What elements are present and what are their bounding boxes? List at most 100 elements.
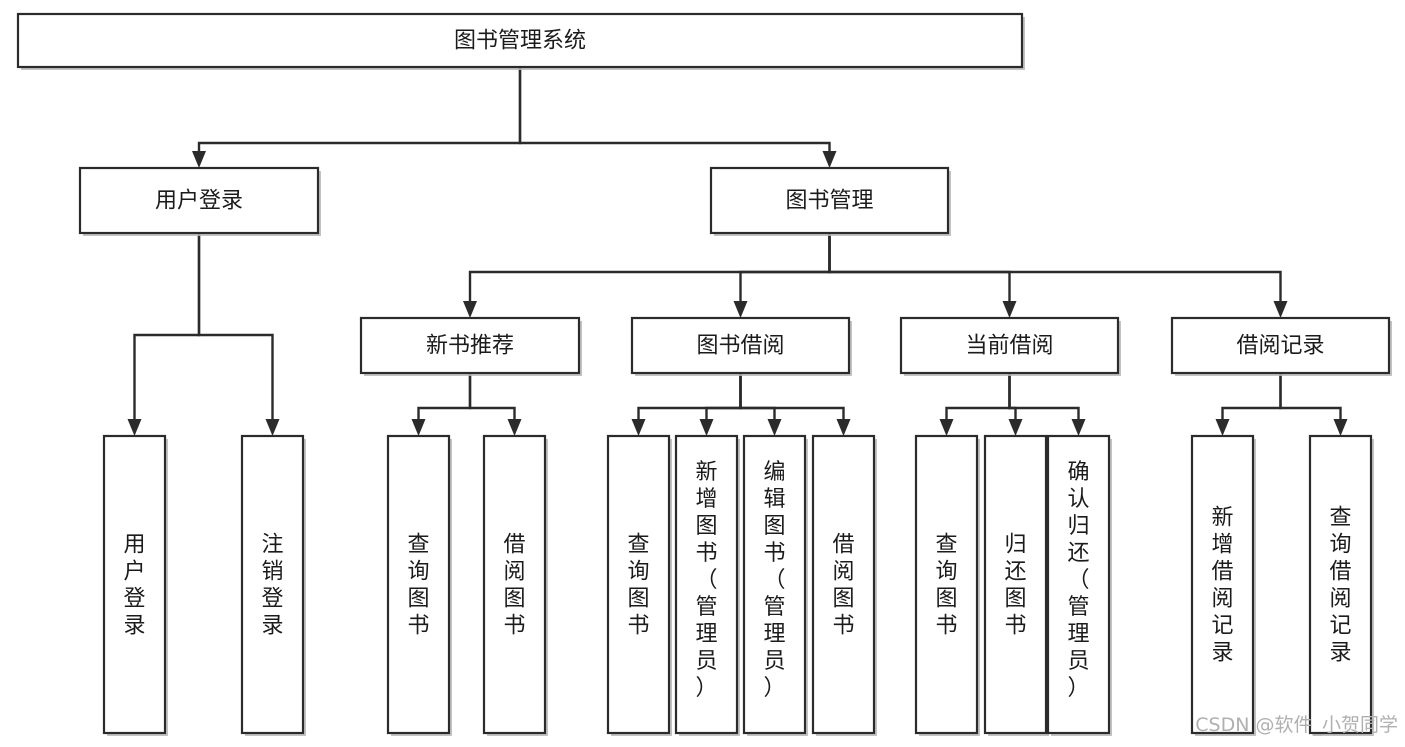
connector-e-nbr-borrow <box>468 373 522 436</box>
node-label: 用户登录 <box>123 533 145 639</box>
node-label: 查询借阅记录 <box>1329 506 1351 666</box>
connector-arrowhead <box>463 301 477 318</box>
node-n-book-borrow[interactable]: 图书借阅 <box>630 316 852 376</box>
node-box[interactable] <box>1046 434 1111 735</box>
connector-arrowhead <box>1333 419 1348 436</box>
node-box[interactable] <box>914 434 979 735</box>
connector-arrowhead <box>939 419 954 436</box>
connector-arrowhead <box>836 419 851 436</box>
node-box[interactable] <box>482 434 547 735</box>
connector-line <box>417 373 472 420</box>
node-box[interactable] <box>709 166 950 235</box>
node-label: 新增图书（管理员） <box>695 460 717 701</box>
connector-line <box>705 373 742 420</box>
connector-arrowhead <box>1002 301 1017 318</box>
node-l-query-record[interactable]: 查询借阅记录 <box>1308 434 1374 736</box>
node-l-return-book[interactable]: 归还图书 <box>983 434 1049 736</box>
connector-arrowhead <box>1071 419 1086 436</box>
node-n-new-book-rec[interactable]: 新书推荐 <box>359 316 582 376</box>
node-box[interactable] <box>1190 434 1255 735</box>
node-l-add-record[interactable]: 新增借阅记录 <box>1190 434 1256 736</box>
node-l-user-logout[interactable]: 注销登录 <box>240 434 306 736</box>
connector-e-user-login-login <box>127 233 201 436</box>
node-label: 注销登录 <box>261 533 283 639</box>
connector-e-cb-confirm <box>1008 373 1086 436</box>
connector-line <box>739 373 776 420</box>
connector-arrowhead <box>127 419 142 436</box>
node-box[interactable] <box>742 434 807 735</box>
connector-arrowhead <box>733 301 748 318</box>
connector-e-nbr-query <box>411 373 472 436</box>
node-box[interactable] <box>674 434 739 735</box>
node-root[interactable]: 图书管理系统 <box>16 12 1025 70</box>
node-box[interactable] <box>1170 316 1391 375</box>
connector-arrowhead <box>1008 419 1023 436</box>
node-n-book-manage[interactable]: 图书管理 <box>709 166 951 236</box>
connector-e-bb-query <box>631 373 742 436</box>
node-label: 新书推荐 <box>426 334 514 359</box>
connector-line <box>133 233 201 420</box>
node-l-borrow-book-b[interactable]: 借阅图书 <box>811 434 877 736</box>
connector-arrowhead <box>411 419 426 436</box>
connector-line <box>828 233 1282 302</box>
node-label: 新增借阅记录 <box>1211 506 1233 666</box>
connector-e-root-book-manage <box>518 67 837 168</box>
node-box[interactable] <box>240 434 305 735</box>
node-n-current-borrow[interactable]: 当前借阅 <box>899 316 1121 376</box>
node-box[interactable] <box>606 434 671 735</box>
connector-line <box>1221 373 1282 420</box>
node-label: 查询图书 <box>935 533 957 639</box>
connector-arrowhead <box>822 151 837 168</box>
node-l-query-book-b[interactable]: 查询图书 <box>606 434 672 736</box>
connector-e-cb-query <box>939 373 1011 436</box>
node-l-add-book[interactable]: 新增图书（管理员） <box>674 434 740 736</box>
node-n-borrow-record[interactable]: 借阅记录 <box>1170 316 1392 376</box>
node-label: 查询图书 <box>407 533 429 639</box>
connector-e-bm-current-borrow <box>828 233 1017 318</box>
node-box[interactable] <box>811 434 876 735</box>
node-label: 图书管理 <box>785 189 873 214</box>
csdn-watermark: CSDN @软件_小贺同学 <box>1195 714 1398 736</box>
connector-e-bm-new-book-rec <box>463 233 831 318</box>
connector-arrowhead <box>699 419 714 436</box>
node-label: 借阅图书 <box>503 533 525 639</box>
connector-arrowhead <box>1273 301 1288 318</box>
connector-arrowhead <box>631 419 646 436</box>
node-n-user-login[interactable]: 用户登录 <box>78 166 321 236</box>
node-label: 归还图书 <box>1004 533 1026 639</box>
nodes-layer: 图书管理系统用户登录图书管理新书推荐图书借阅当前借阅借阅记录用户登录注销登录查询… <box>16 12 1392 736</box>
connector-line <box>197 67 522 152</box>
node-label: 编辑图书（管理员） <box>763 460 785 701</box>
node-box[interactable] <box>102 434 167 735</box>
connector-line <box>828 233 1011 302</box>
node-box[interactable] <box>630 316 851 375</box>
connector-e-bb-edit <box>739 373 782 436</box>
connector-line <box>1008 373 1080 420</box>
node-box[interactable] <box>386 434 451 735</box>
node-box[interactable] <box>983 434 1048 735</box>
node-label: 借阅图书 <box>832 533 854 639</box>
connector-arrowhead <box>767 419 782 436</box>
node-l-query-book-rec[interactable]: 查询图书 <box>386 434 452 736</box>
node-l-query-book-c[interactable]: 查询图书 <box>914 434 980 736</box>
node-box[interactable] <box>359 316 581 375</box>
node-box[interactable] <box>1308 434 1373 735</box>
connector-line <box>468 233 831 302</box>
node-l-user-login[interactable]: 用户登录 <box>102 434 168 736</box>
node-box[interactable] <box>899 316 1120 375</box>
node-box[interactable] <box>78 166 320 235</box>
connector-line <box>945 373 1011 420</box>
node-label: 图书借阅 <box>696 334 784 359</box>
node-l-edit-book[interactable]: 编辑图书（管理员） <box>742 434 808 736</box>
node-box[interactable] <box>16 12 1024 69</box>
node-l-confirm-return[interactable]: 确认归还（管理员） <box>1046 434 1112 736</box>
connector-arrowhead <box>507 419 522 436</box>
node-l-borrow-book-rec[interactable]: 借阅图书 <box>482 434 548 736</box>
connector-e-br-add <box>1215 373 1282 436</box>
connector-line <box>1279 373 1342 420</box>
connector-arrowhead <box>1215 419 1230 436</box>
connector-line <box>468 373 516 420</box>
connector-e-br-query <box>1279 373 1348 436</box>
